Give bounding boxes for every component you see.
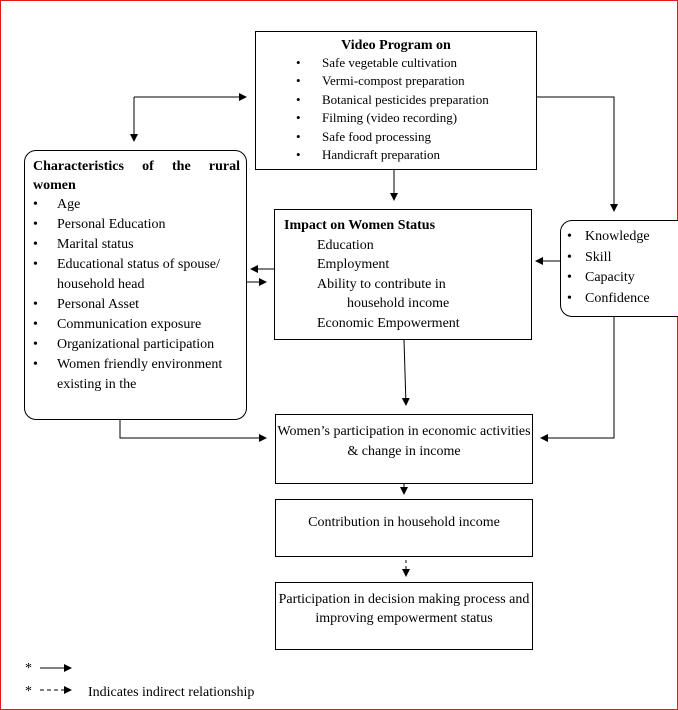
capacities-list: Knowledge Skill Capacity Confidence [561, 221, 678, 309]
impact-title: Impact on Women Status [284, 218, 436, 233]
participation-box: Women’s participation in economic activi… [275, 414, 533, 484]
video-program-item: Botanical pesticides preparation [256, 91, 536, 110]
impact-line: Employment [317, 257, 390, 272]
capacities-item: Confidence [561, 289, 678, 310]
participation-text: Women’s participation in economic activi… [277, 424, 531, 459]
arrow-impact-participation [401, 339, 410, 406]
capacities-box: Knowledge Skill Capacity Confidence [560, 220, 678, 317]
characteristics-item: Personal Asset [25, 295, 246, 315]
arrow-video-capacities [537, 96, 618, 212]
decision-box: Participation in decision making process… [275, 582, 533, 650]
impact-line: Economic Empowerment [317, 315, 460, 331]
impact-line: Education [317, 237, 374, 253]
legend-star-direct: * [25, 661, 32, 676]
characteristics-title: Characteristics of the rural women [33, 159, 240, 193]
video-program-item: Safe vegetable cultivation [256, 54, 536, 73]
capacities-item: Skill [561, 248, 678, 269]
arrow-characteristics-participation [119, 420, 267, 442]
characteristics-item: Organizational participation [25, 335, 246, 355]
video-program-item: Handicraft preparation [256, 146, 536, 165]
characteristics-list: Age Personal Education Marital status Ed… [25, 195, 246, 395]
arrow-capacities-participation [540, 317, 615, 442]
impact-box: Impact on Women Status Education Employm… [274, 209, 532, 340]
characteristics-box: Characteristics of the rural women Age P… [24, 150, 247, 420]
video-program-item: Filming (video recording) [256, 109, 536, 128]
characteristics-item: Age [25, 195, 246, 215]
characteristics-item: Communication exposure [25, 315, 246, 335]
contribution-text: Contribution in household income [308, 515, 500, 530]
video-program-title: Video Program on [341, 38, 451, 53]
characteristics-item: Educational status of spouse/ household … [25, 255, 246, 295]
characteristics-item: Women friendly environment existing in t… [25, 355, 246, 395]
characteristics-item: Personal Education [25, 215, 246, 235]
capacities-item: Capacity [561, 268, 678, 289]
video-program-box: Video Program on Safe vegetable cultivat… [255, 31, 537, 170]
capacities-item: Knowledge [561, 227, 678, 248]
legend-indirect-text: Indicates indirect relationship [88, 685, 255, 700]
characteristics-item: Marital status [25, 235, 246, 255]
impact-line: household income [347, 296, 450, 311]
legend-star-indirect: * [25, 684, 32, 699]
contribution-box: Contribution in household income [275, 499, 533, 557]
impact-line: Ability to contribute in [317, 276, 446, 292]
video-program-item: Vermi-compost preparation [256, 72, 536, 91]
video-program-list: Safe vegetable cultivation Vermi-compost… [256, 54, 536, 165]
video-program-item: Safe food processing [256, 128, 536, 147]
decision-text: Participation in decision making process… [278, 592, 530, 626]
